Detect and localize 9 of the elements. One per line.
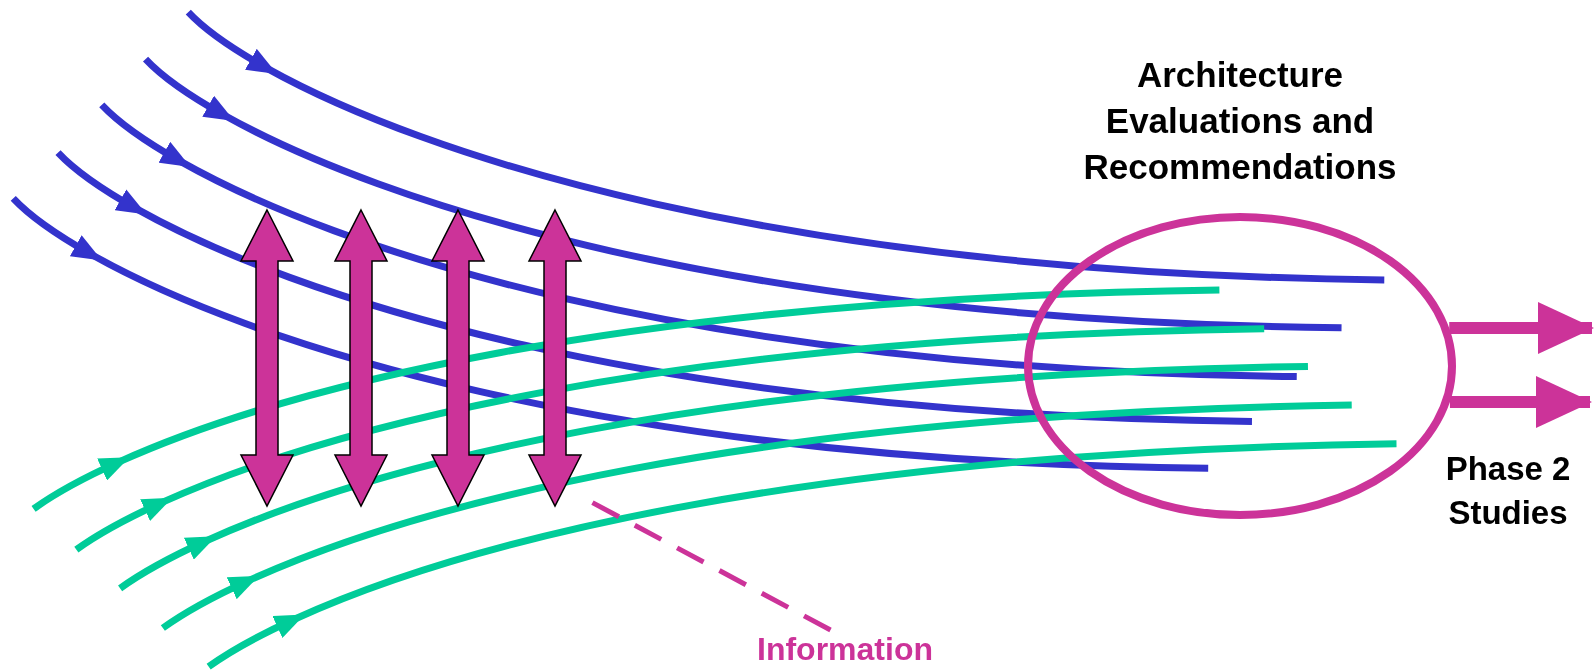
double-arrow-shape — [528, 209, 582, 507]
double-arrow-shape — [334, 209, 388, 507]
heading-text: Architecture Evaluations and Recommendations — [1082, 54, 1398, 188]
double-arrow-shape — [240, 209, 294, 507]
double-arrow-shape — [431, 209, 485, 507]
callout-text: Information — [756, 630, 934, 668]
output-label: Phase 2 Studies — [1444, 449, 1572, 533]
output-arrow — [1449, 302, 1594, 354]
output-arrow — [1449, 376, 1592, 428]
